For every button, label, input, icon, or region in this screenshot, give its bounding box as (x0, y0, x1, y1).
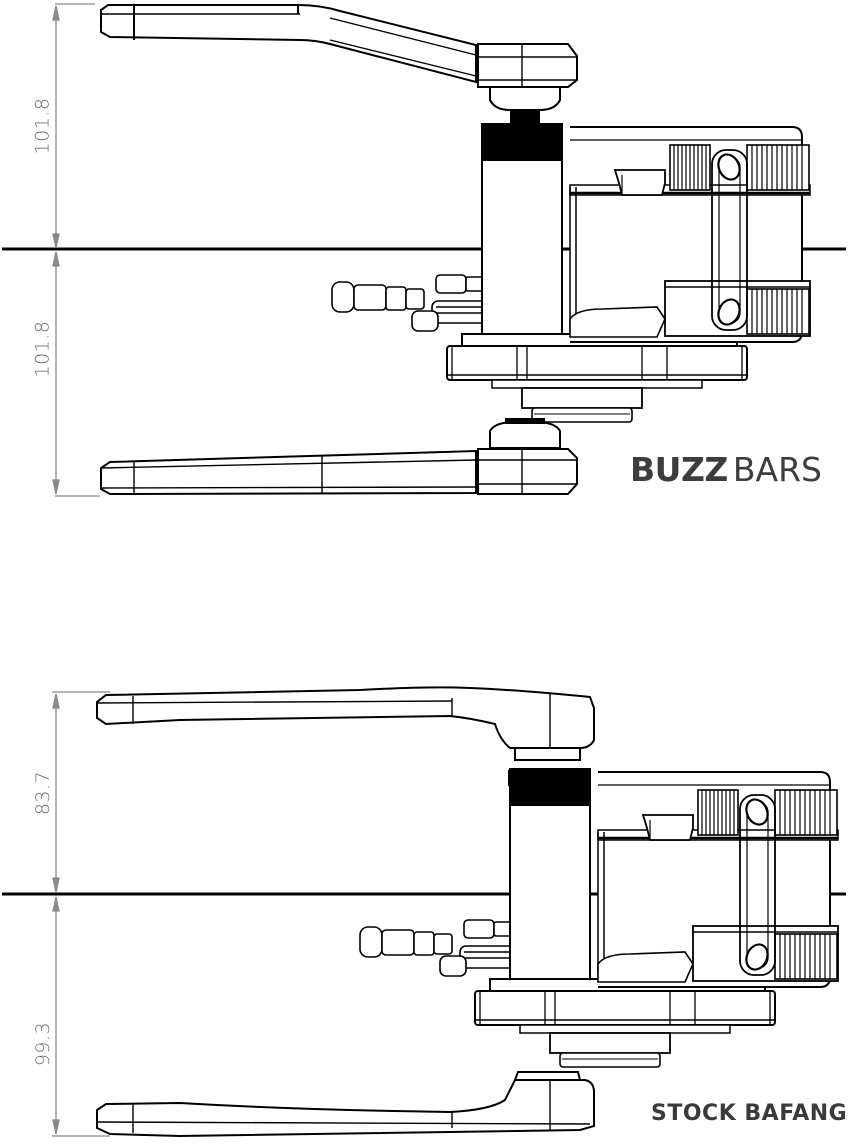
buzz-bars-view (2, 3, 846, 497)
dimension-lines (52, 3, 100, 497)
dimension-top-upper: 101.8 (31, 97, 54, 155)
buzz-bars-label-regular: BARS (732, 450, 822, 489)
dimension-bottom-lower: 99.3 (32, 1021, 55, 1067)
lower-crank-arm (100, 418, 578, 496)
lower-crank-arm (96, 1071, 595, 1138)
dimension-lines (52, 691, 110, 1137)
buzz-bars-label-bold: BUZZ (630, 450, 728, 489)
stock-bafang-view (2, 686, 846, 1138)
upper-crank-arm (100, 4, 578, 124)
stock-bafang-label: STOCK BAFANG (651, 1101, 848, 1126)
dimension-bottom-upper: 83.7 (32, 770, 55, 816)
dimension-top-lower: 101.8 (31, 320, 54, 378)
buzz-bars-label: BUZZ BARS (630, 450, 822, 489)
